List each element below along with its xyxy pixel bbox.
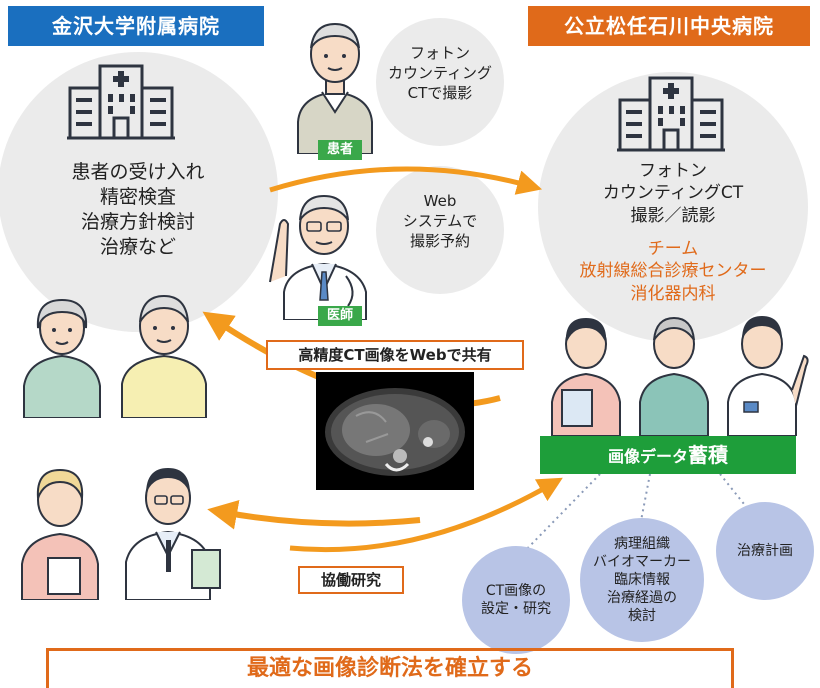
right-hospital-roles: フォトン カウンティングCT 撮影／読影 xyxy=(560,160,786,227)
hospital-building-icon xyxy=(617,76,725,152)
share-label: 高精度CT画像をWebで共有 xyxy=(266,340,524,370)
doctor-tag: 医師 xyxy=(318,306,362,326)
bubble-line: 治療計画 xyxy=(737,542,793,559)
research-staff-figure xyxy=(21,468,221,600)
data-bar-emph: 蓄積 xyxy=(688,443,728,467)
role-line: カウンティングCT xyxy=(602,183,744,204)
patient-bubble-bg xyxy=(376,18,504,146)
bubble-line: 病理組織 xyxy=(614,535,670,552)
data-bar-prefix: 画像データ xyxy=(607,447,688,466)
doctor-bubble-text: Web システムで 撮影予約 xyxy=(380,192,500,251)
team-line: 消化器内科 xyxy=(630,283,716,304)
bubble-line: カウンティング xyxy=(387,63,493,82)
medical-team-figure xyxy=(551,316,809,436)
role-line: フォトン xyxy=(639,161,707,181)
collab-label: 協働研究 xyxy=(298,566,404,594)
arrow-research-to-right xyxy=(289,477,563,553)
left-hospital-name: 金沢大学附属病院 xyxy=(8,6,264,46)
bubble-line: 臨床情報 xyxy=(614,571,670,588)
elderly-couple-figure xyxy=(23,294,207,418)
bubble-line: 設定・研究 xyxy=(481,601,551,617)
pathology-bubble: 病理組織 バイオマーカー 臨床情報 治療経過の 検討 xyxy=(580,518,704,642)
role-line: 治療方針検討 xyxy=(80,211,195,234)
bubble-line: バイオマーカー xyxy=(593,553,691,570)
bubble-line: 治療経過の xyxy=(607,590,677,607)
right-hospital-circle xyxy=(538,72,808,342)
left-hospital-circle xyxy=(0,52,278,332)
data-storage-bar: 画像データ蓄積 xyxy=(540,436,796,474)
patient-tag: 患者 xyxy=(318,140,362,160)
arrow-research-to-left xyxy=(207,499,421,530)
role-line: 患者の受け入れ xyxy=(71,161,205,183)
bubble-line: CTで撮影 xyxy=(407,83,473,102)
role-line: 精密検査 xyxy=(99,186,176,209)
bubble-line: CT画像の xyxy=(485,582,547,599)
right-hospital-name: 公立松任石川中央病院 xyxy=(528,6,810,46)
bubble-line: 検討 xyxy=(628,608,656,625)
arrow-to-right-hospital xyxy=(269,166,543,195)
bubble-line: 撮影予約 xyxy=(409,231,470,250)
bubble-line: システムで xyxy=(402,211,478,230)
ct-scan-image xyxy=(316,372,474,490)
footer-goal: 最適な画像診断法を確立する xyxy=(46,648,734,688)
role-line: 治療など xyxy=(99,236,176,259)
team-line: 放射線総合診療センター xyxy=(579,261,767,282)
patient-figure xyxy=(297,22,373,154)
doctor-figure xyxy=(269,194,367,320)
team-line: チーム xyxy=(647,239,699,259)
right-hospital-team: チーム 放射線総合診療センター 消化器内科 xyxy=(538,238,808,305)
doctor-bubble-bg xyxy=(376,166,504,294)
bubble-line: フォトン xyxy=(409,44,470,62)
ct-research-bubble: CT画像の 設定・研究 xyxy=(462,546,570,654)
patient-bubble-text: フォトン カウンティング CTで撮影 xyxy=(380,44,500,103)
role-line: 撮影／読影 xyxy=(630,205,716,226)
hospital-building-icon xyxy=(67,64,175,140)
bubble-line: Web xyxy=(423,192,457,210)
left-hospital-roles: 患者の受け入れ 精密検査 治療方針検討 治療など xyxy=(20,160,256,260)
treatment-plan-bubble: 治療計画 xyxy=(716,502,814,600)
